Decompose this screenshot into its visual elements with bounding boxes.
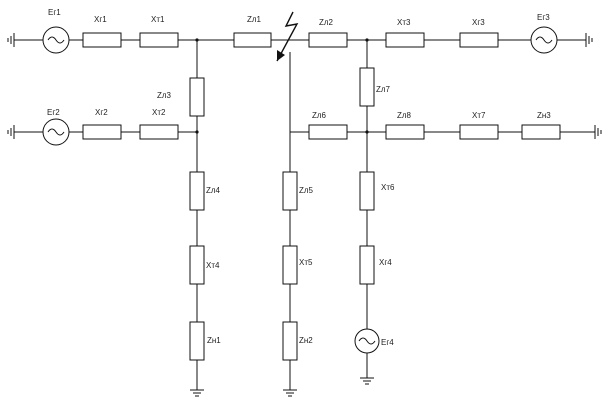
- ground-icon: [594, 125, 602, 139]
- element-zl5: Zл5: [282, 171, 314, 211]
- element-label: Xт7: [472, 111, 486, 120]
- element-zl3: Zл3: [157, 77, 205, 117]
- element-zl7: Zл7: [359, 67, 391, 107]
- generator-eg4: Eг4: [354, 328, 394, 354]
- element-zl2: Zл2: [308, 18, 348, 48]
- element-label: Zл5: [299, 186, 314, 195]
- ground-icon: [360, 377, 374, 385]
- element-xg2: Xг2: [82, 108, 122, 140]
- element-label: Xг2: [95, 108, 108, 117]
- element-xg3: Xг3: [459, 18, 499, 48]
- junction-nodes: [195, 38, 369, 134]
- element-xt3: Xт3: [385, 18, 425, 48]
- element-zl4: Zл4: [189, 171, 221, 211]
- element-label: Xг4: [379, 258, 392, 267]
- element-label: Zл6: [312, 111, 327, 120]
- element-xt6: Xт6: [359, 171, 395, 211]
- element-zl1: Zл1: [233, 15, 272, 48]
- element-label: Xт6: [381, 183, 395, 192]
- ground-icon: [7, 33, 15, 47]
- element-label: Zл2: [319, 18, 334, 27]
- element-zl8: Zл8: [385, 111, 425, 140]
- element-label: Zл8: [397, 111, 412, 120]
- ground-icon: [190, 389, 204, 397]
- element-label: Zн3: [537, 111, 551, 120]
- generator-eg2: Eг2: [42, 108, 70, 146]
- short-circuit-arrow-icon: [276, 11, 299, 62]
- generator-label: Eг2: [47, 108, 60, 117]
- element-xg1: Xг1: [82, 15, 122, 48]
- element-label: Xт3: [397, 18, 411, 27]
- ground-icon: [7, 125, 15, 139]
- element-zn2: Zн2: [282, 321, 313, 361]
- generator-eg1: Eг1: [42, 8, 70, 54]
- element-label: Zн2: [299, 336, 313, 345]
- element-label: Xг1: [94, 15, 107, 24]
- element-xt7: Xт7: [459, 111, 499, 140]
- generator-label: Eг3: [537, 13, 550, 22]
- generator-label: Eг4: [381, 338, 394, 347]
- ground-icon: [585, 33, 593, 47]
- element-zn3: Zн3: [521, 111, 561, 140]
- element-zl6: Zл6: [308, 111, 348, 140]
- element-label: Xт5: [299, 258, 313, 267]
- element-label: Xт1: [151, 15, 165, 24]
- element-xt1: Xт1: [139, 15, 179, 48]
- element-xt5: Xт5: [282, 245, 313, 285]
- element-label: Zл4: [206, 186, 221, 195]
- element-label: Xт2: [152, 108, 166, 117]
- element-xg4: Xг4: [359, 245, 392, 285]
- vertical-wires: [196, 40, 368, 390]
- generator-eg3: Eг3: [530, 13, 558, 54]
- element-label: Zн1: [207, 336, 221, 345]
- ground-icon: [283, 389, 297, 397]
- element-label: Xт4: [206, 261, 220, 270]
- generator-label: Eг1: [48, 8, 61, 17]
- element-xt4: Xт4: [189, 245, 220, 285]
- element-label: Zл3: [157, 91, 172, 100]
- element-xt2: Xт2: [139, 108, 179, 140]
- element-label: Zл1: [247, 15, 262, 24]
- element-zn1: Zн1: [189, 321, 221, 361]
- element-label: Xг3: [472, 18, 485, 27]
- element-label: Zл7: [376, 85, 391, 94]
